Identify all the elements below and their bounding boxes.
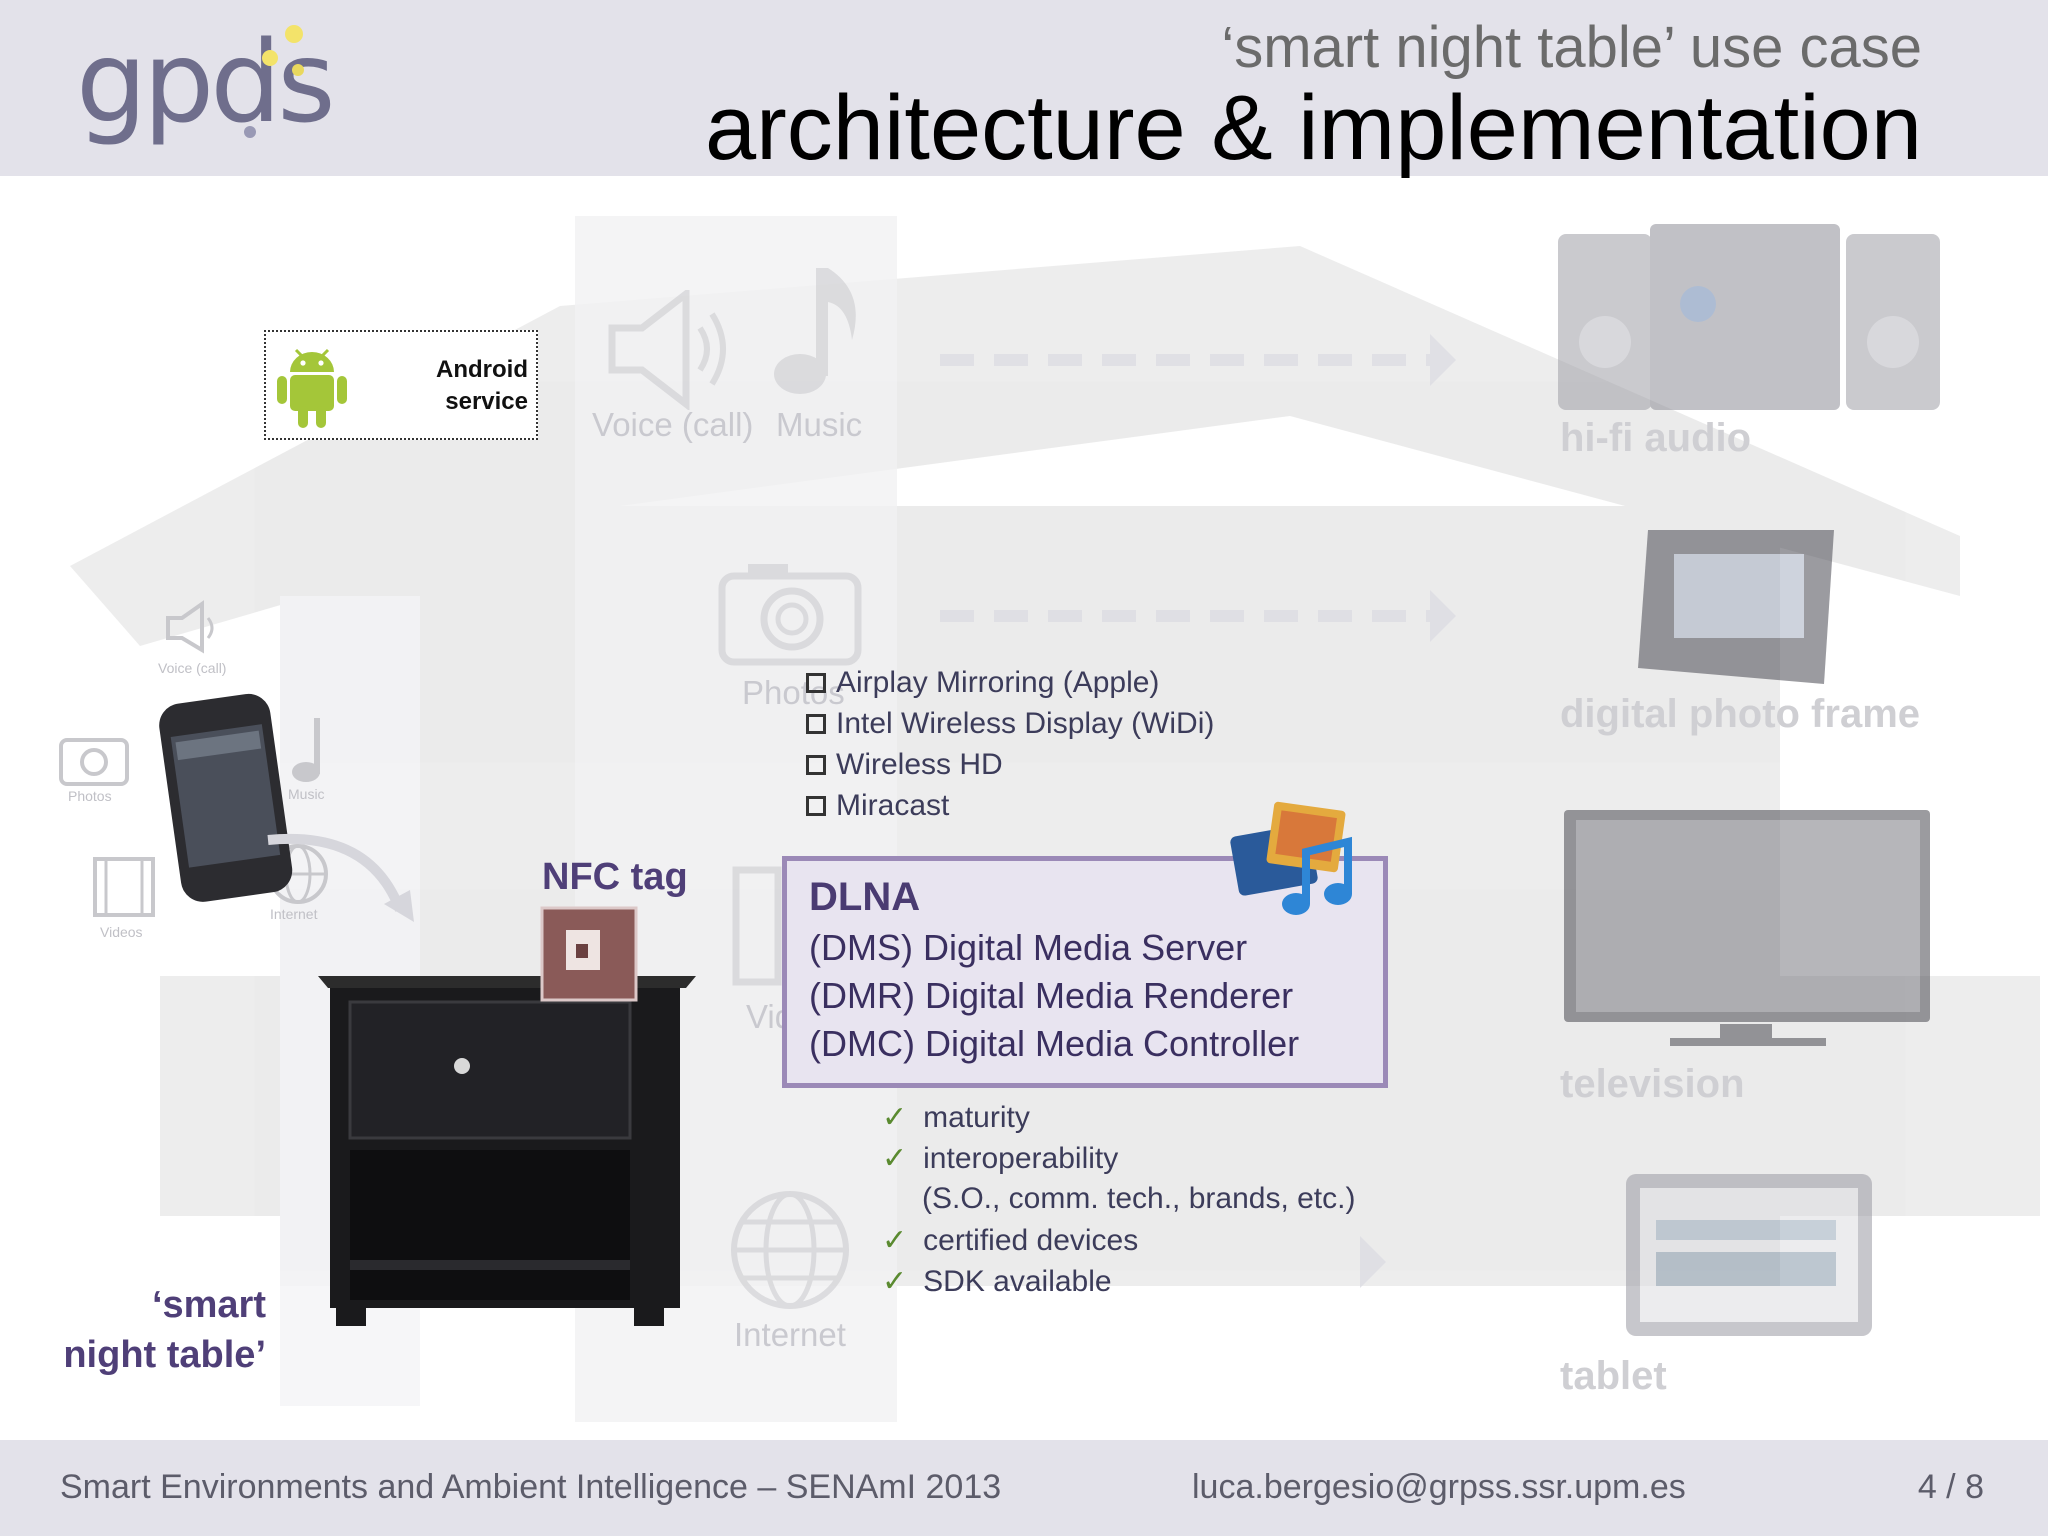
android-service-label: Android service (436, 356, 528, 415)
tablet-icon (1626, 1174, 1872, 1336)
internet-label: Internet (734, 1316, 846, 1353)
checkbox-icon (806, 673, 826, 693)
dlna-line-dms: (DMS) Digital Media Server (809, 927, 1248, 968)
small-film-icon (93, 857, 155, 917)
list-item: ✓SDK available (882, 1264, 1112, 1299)
checkmark-icon: ✓ (882, 1100, 908, 1135)
checkmark-icon: ✓ (882, 1141, 908, 1176)
voice-call-label: Voice (call) (592, 406, 754, 443)
globe-icon (731, 1191, 849, 1309)
small-speaker-icon (166, 600, 214, 654)
television-label: television (1560, 1062, 1745, 1106)
film-icon (732, 866, 782, 986)
mirroring-list: Airplay Mirroring (Apple) Intel Wireless… (806, 666, 1214, 830)
checkbox-icon (806, 714, 826, 734)
speaker-icon (608, 290, 726, 410)
phone-videos-label: Videos (100, 924, 143, 940)
header-bar (0, 0, 2048, 176)
list-item: Airplay Mirroring (Apple) (806, 666, 1214, 707)
logo-dots-icon (244, 25, 304, 138)
nfc-tag-label: NFC tag (542, 856, 688, 898)
checkbox-icon (806, 796, 826, 816)
hifi-icon (1558, 224, 1940, 410)
slide-title: architecture & implementation (704, 77, 1922, 179)
dlna-line-dmc: (DMC) Digital Media Controller (809, 1023, 1300, 1064)
photo-frame-icon (1638, 530, 1834, 684)
list-item: Miracast (806, 789, 1214, 830)
music-note-icon (774, 268, 856, 394)
hifi-audio-label: hi-fi audio (1560, 416, 1752, 460)
small-music-icon (292, 718, 320, 782)
photos-label: Photos (742, 674, 845, 711)
smart-night-table-label: ‘smart night table’ (63, 1284, 266, 1376)
dlna-title: DLNA (809, 875, 921, 919)
videos-label: Videos (746, 998, 782, 1035)
footer-bar (0, 1440, 2048, 1536)
curved-arrow-icon (267, 833, 414, 922)
footer-email[interactable]: luca.bergesio@grpss.ssr.upm.es (1192, 1468, 1686, 1506)
checkbox-icon (806, 755, 826, 775)
television-icon (1564, 810, 1930, 1046)
list-item: Wireless HD (806, 748, 1214, 789)
phone-music-label: Music (288, 786, 325, 802)
footer-event: Smart Environments and Ambient Intellige… (60, 1468, 1002, 1506)
android-robot-icon (277, 348, 347, 428)
page-number: 4 / 8 (1917, 1468, 1984, 1506)
list-item: Intel Wireless Display (WiDi) (806, 707, 1214, 748)
night-table-image (318, 976, 696, 1326)
tablet-label: tablet (1560, 1354, 1667, 1398)
smartphone-image (159, 693, 293, 902)
nfc-tag-icon (540, 906, 638, 1002)
list-item: ✓interoperability (882, 1141, 1119, 1176)
camera-icon (718, 564, 862, 666)
music-label: Music (776, 406, 863, 443)
checkmark-icon: ✓ (882, 1223, 908, 1258)
checkmark-icon: ✓ (882, 1264, 908, 1299)
phone-internet-label: Internet (270, 906, 318, 922)
phone-voice-label: Voice (call) (158, 660, 227, 676)
list-item: ✓certified devices (882, 1223, 1139, 1258)
photo-frame-label: digital photo frame (1560, 692, 1920, 736)
phone-cluster: Voice (call) Photos Music Videos Interne… (40, 590, 480, 950)
dlna-line-dmr: (DMR) Digital Media Renderer (809, 975, 1294, 1016)
dlna-box: DLNA (DMS) Digital Media Server (DMR) Di… (782, 856, 1388, 1088)
list-item: ✓maturity (882, 1100, 1030, 1135)
advantages-list: ✓maturity ✓interoperability (S.O., comm.… (882, 1100, 1355, 1305)
media-icon (1230, 801, 1352, 915)
list-item: (S.O., comm. tech., brands, etc.) (922, 1182, 1356, 1215)
android-service-box: Android service (264, 330, 538, 440)
slide-subtitle: ‘smart night table’ use case (1221, 15, 1922, 80)
phone-photos-label: Photos (68, 788, 112, 804)
small-camera-icon (59, 738, 129, 786)
